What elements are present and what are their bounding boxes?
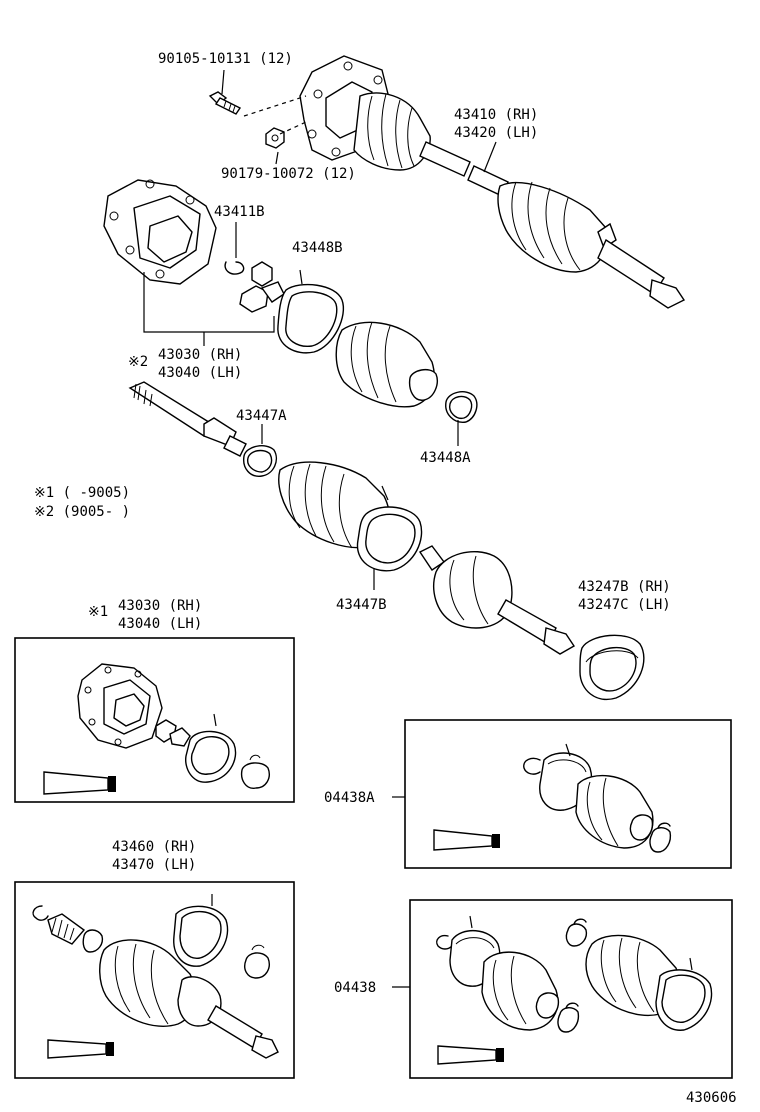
label-note-mark-2: ※2 bbox=[128, 354, 148, 370]
label-note-2: ※2 (9005- ) bbox=[34, 504, 130, 520]
label-clamp-a: 43448A bbox=[420, 450, 471, 466]
label-bolt: 90105-10131 (12) bbox=[158, 51, 293, 67]
inboard-joint-part bbox=[103, 179, 285, 333]
label-outboard-lh: 43470 (LH) bbox=[112, 857, 196, 873]
label-band-b-large: 43447B bbox=[336, 597, 387, 613]
box-inboard-joint-kit bbox=[14, 637, 295, 803]
label-nut: 90179-10072 (12) bbox=[221, 166, 356, 182]
inner-boot-part bbox=[335, 321, 438, 408]
box3-contents bbox=[32, 894, 279, 1059]
band-small-a bbox=[243, 424, 278, 477]
label-note-1: ※1 ( -9005) bbox=[34, 485, 130, 501]
dust-cover-part bbox=[579, 634, 645, 701]
label-box1-lh: 43040 (LH) bbox=[118, 616, 202, 632]
intermediate-shaft-part bbox=[128, 381, 247, 457]
label-dust-cover-lh: 43247C (LH) bbox=[578, 597, 671, 613]
label-kit: 04438 bbox=[334, 980, 376, 996]
box4-contents bbox=[436, 915, 713, 1065]
box-outboard-joint bbox=[14, 881, 295, 1079]
box-kit-04438a bbox=[404, 719, 732, 869]
outboard-joint-part bbox=[418, 545, 575, 655]
label-figure-code: 430606 bbox=[686, 1090, 737, 1106]
label-outboard-rh: 43460 (RH) bbox=[112, 839, 196, 855]
label-snap-ring: 43411B bbox=[214, 204, 265, 220]
label-dust-cover-rh: 43247B (RH) bbox=[578, 579, 671, 595]
label-kit-a: 04438A bbox=[324, 790, 375, 806]
label-box1-mark: ※1 bbox=[88, 604, 108, 620]
label-box1-rh: 43030 (RH) bbox=[118, 598, 202, 614]
label-shaft-assy-rh: 43410 (RH) bbox=[454, 107, 538, 123]
nut-part bbox=[265, 121, 307, 149]
box2-contents bbox=[433, 743, 672, 853]
label-inboard-joint-lh: 43040 (LH) bbox=[158, 365, 242, 381]
drive-shaft-assembly bbox=[299, 55, 686, 309]
band-large-b bbox=[356, 506, 423, 590]
label-inboard-joint-rh: 43030 (RH) bbox=[158, 347, 242, 363]
box1-contents bbox=[43, 663, 270, 795]
label-band-b: 43448B bbox=[292, 240, 343, 256]
clamp-small-a bbox=[445, 391, 478, 446]
box-kit-04438 bbox=[409, 899, 733, 1079]
boot-band-large bbox=[277, 269, 344, 354]
label-band-a-small: 43447A bbox=[236, 408, 287, 424]
bolt-part bbox=[208, 91, 307, 117]
label-shaft-assy-lh: 43420 (LH) bbox=[454, 125, 538, 141]
